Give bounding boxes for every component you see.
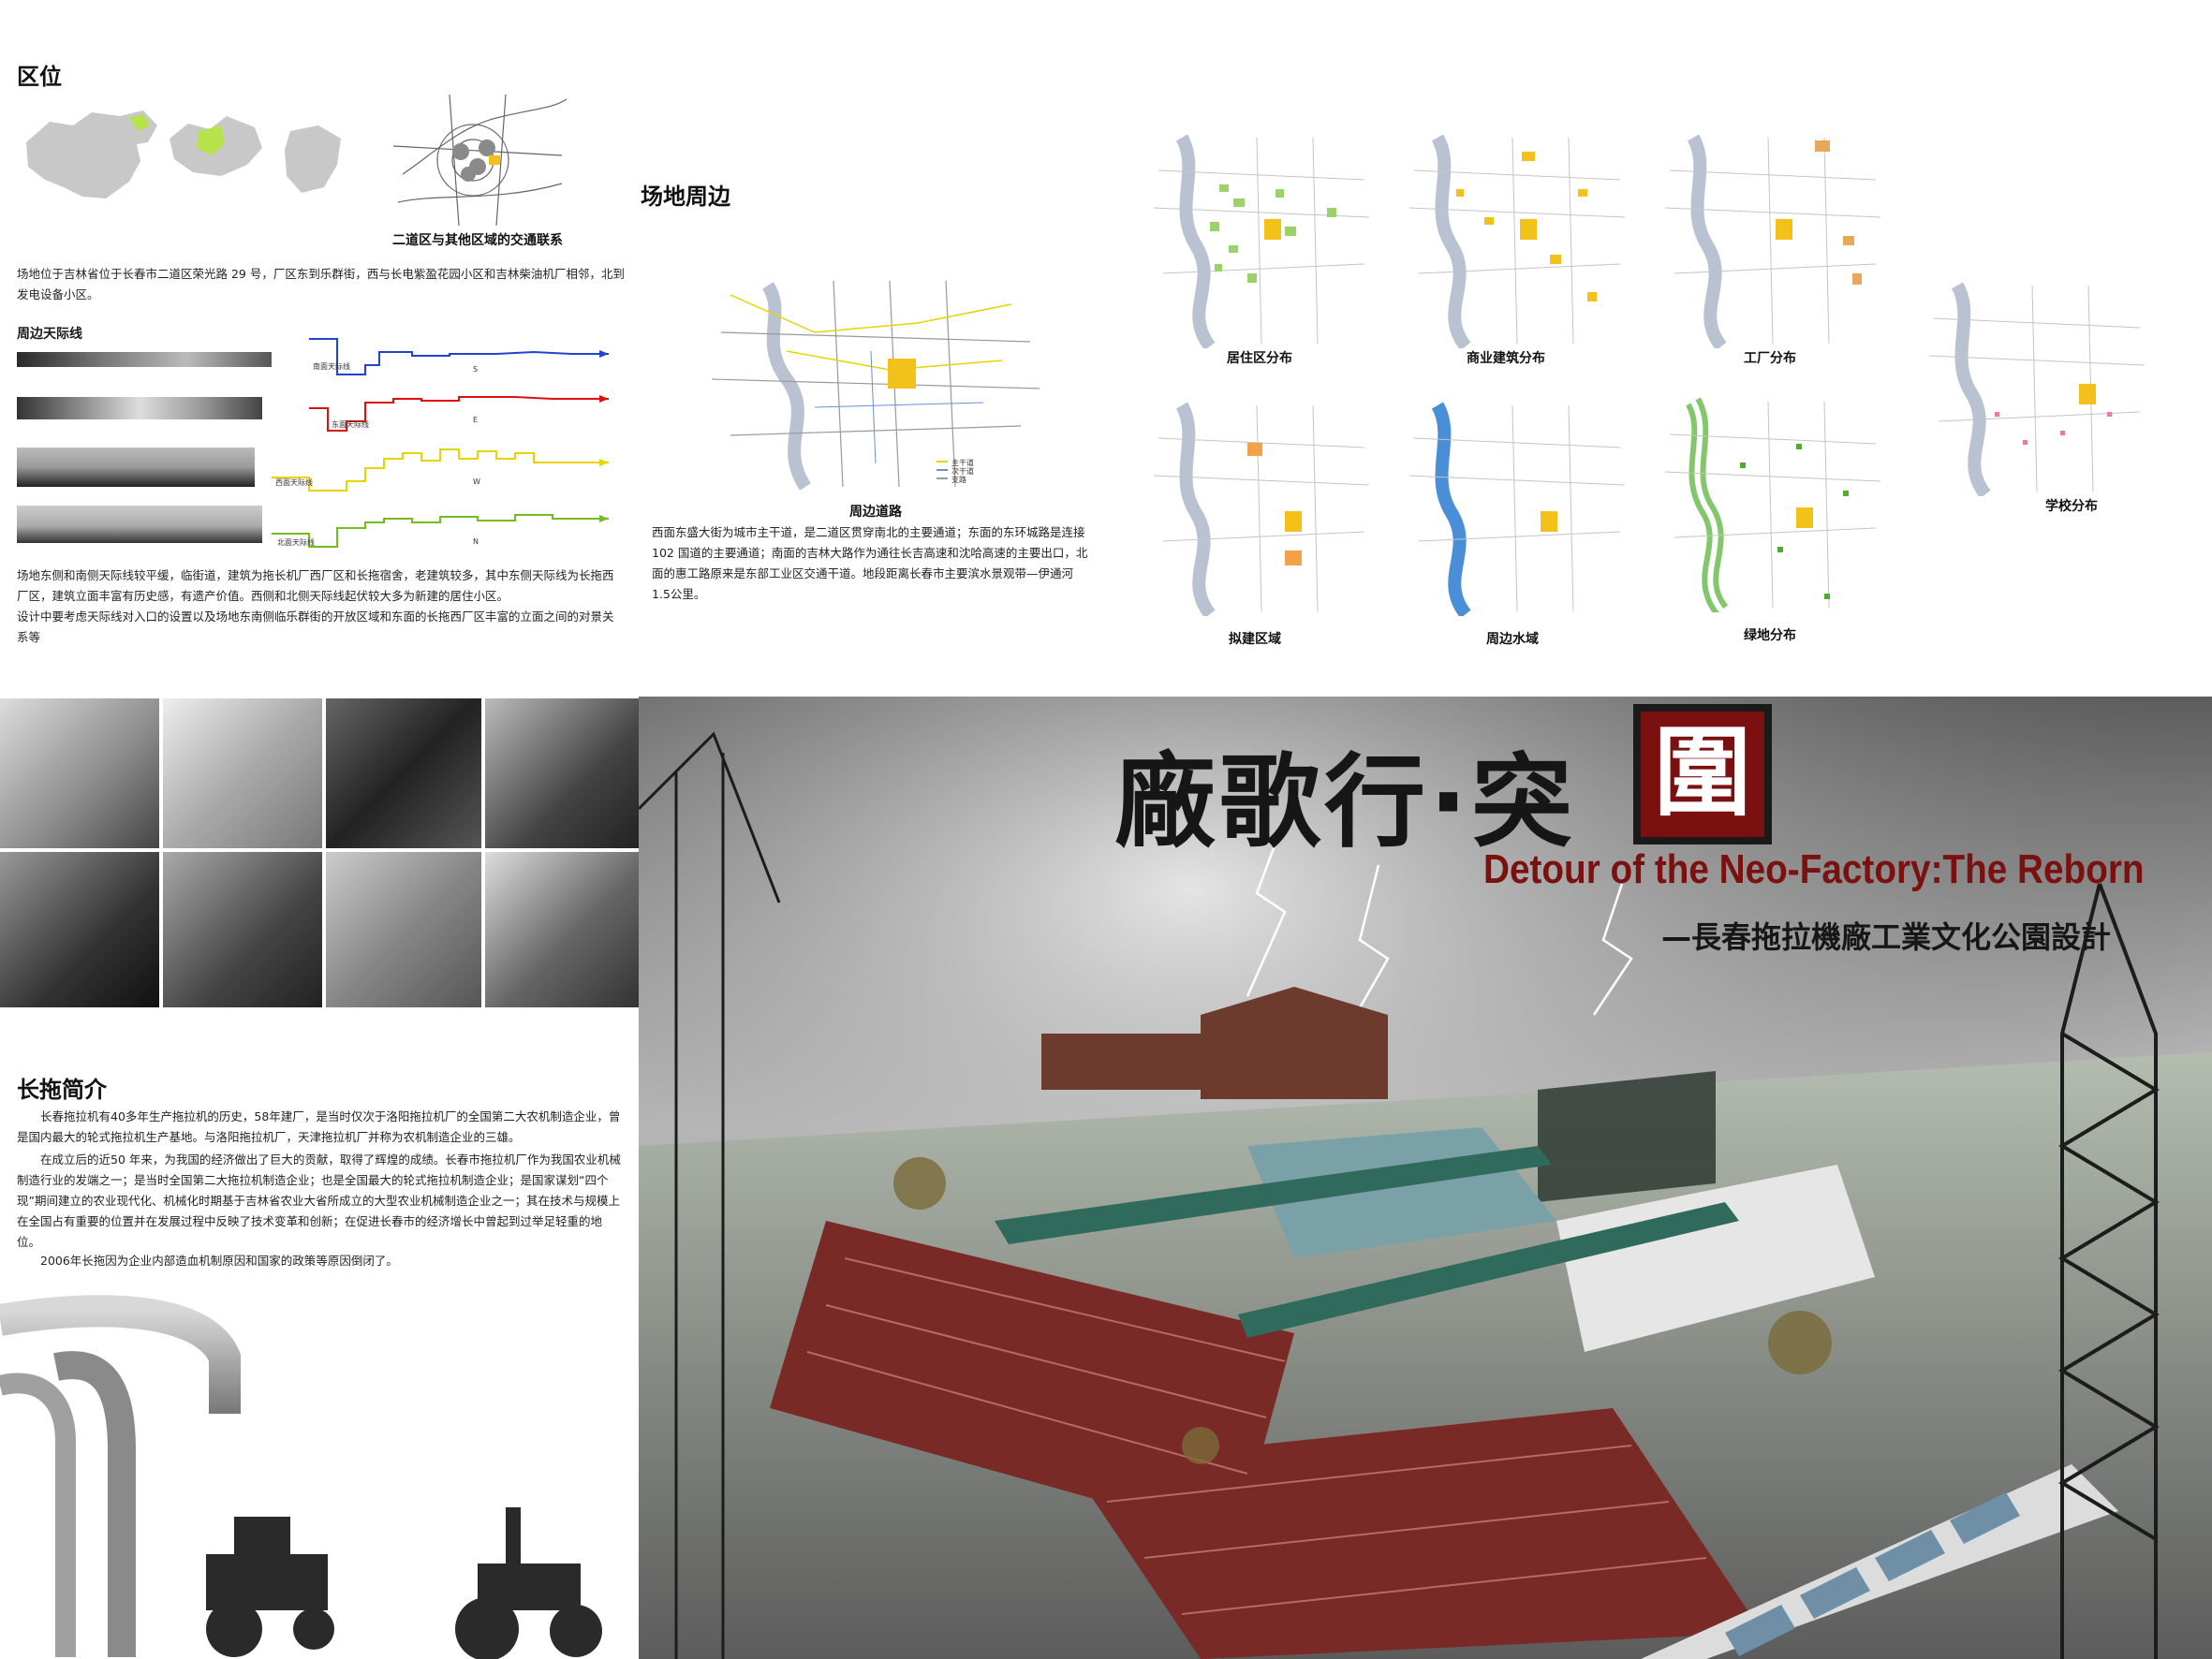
- map-caption-residential: 居住区分布: [1227, 351, 1292, 366]
- skyline-photo-west: [17, 448, 255, 487]
- history-paragraph-3: 2006年长拖因为企业内部造血机制原因和国家的政策等原因倒闭了。: [40, 1254, 398, 1268]
- history-photo-8: [485, 852, 639, 1007]
- jilin-map: [281, 122, 347, 197]
- map-caption-proposed: 拟建区域: [1229, 632, 1281, 647]
- road-legend-secondary: 次干道: [951, 467, 974, 476]
- map-water: [1400, 401, 1634, 616]
- map-caption-school: 学校分布: [2045, 499, 2098, 514]
- skyline-label-south: 南面天际线: [313, 362, 350, 371]
- skyline-photo-south: [17, 352, 272, 367]
- road-map: [702, 276, 1049, 492]
- map-caption-commercial: 商业建筑分布: [1467, 351, 1545, 366]
- map-proposed: [1144, 401, 1379, 616]
- skyline-note: 设计中要考虑天际线对入口的设置以及场地东南侧临乐群街的开放区域和东面的长拖西厂区…: [17, 609, 614, 644]
- map-school: [1920, 281, 2154, 496]
- location-description: 场地位于吉林省位于长春市二道区荣光路 29 号，厂区东到乐群街，西与长电紫盈花园…: [17, 267, 625, 301]
- skyline-label-east: 东面天际线: [332, 420, 369, 429]
- history-paragraph-2: 在成立后的近50 年来，为我国的经济做出了巨大的贡献，取得了辉煌的成绩。长春市拖…: [17, 1152, 621, 1249]
- skyline-title: 周边天际线: [17, 327, 82, 342]
- history-photo-3: [326, 698, 481, 848]
- skyline-tag-east: E: [473, 416, 479, 424]
- skyline-tag-north: N: [473, 537, 479, 546]
- district-map-caption: 二道区与其他区域的交通联系: [392, 233, 563, 248]
- skyline-photo-north: [17, 506, 262, 543]
- pipes-tractors-illustration: [0, 1283, 639, 1659]
- map-commercial: [1400, 133, 1634, 348]
- skyline-description: 场地东侧和南侧天际线较平缓，临街道，建筑为拖长机厂西厂区和长拖宿舍，老建筑较多，…: [17, 568, 614, 603]
- skyline-photo-east: [17, 397, 262, 419]
- hero-title-boxed: 圍: [1633, 704, 1772, 844]
- history-photo-7: [326, 852, 481, 1007]
- northeast-map: [165, 110, 268, 185]
- hero-subtitle-en: Detour of the Neo-Factory:The Reborn: [1483, 846, 2145, 892]
- hero-subtitle-cn: —長春拖拉機廠工業文化公園設計: [1661, 919, 2112, 955]
- skyline-diagram-west: [272, 440, 609, 496]
- skyline-tag-south: S: [473, 365, 479, 374]
- location-title: 区位: [17, 64, 62, 90]
- history-paragraph-1: 长春拖拉机有40多年生产拖拉机的历史，58年建厂，是当时仅次于洛阳拖拉机厂的全国…: [17, 1109, 621, 1144]
- skyline-label-west: 西面天际线: [275, 478, 313, 487]
- history-photo-6: [163, 852, 322, 1007]
- china-map: [17, 105, 167, 208]
- map-factory: [1656, 133, 1890, 348]
- road-legend-branch: 支路: [951, 476, 966, 484]
- skyline-diagram-east: [309, 384, 609, 434]
- history-photo-2: [163, 698, 322, 848]
- history-photo-4: [485, 698, 639, 848]
- road-map-caption: 周边道路: [849, 505, 902, 520]
- history-photo-5: [0, 852, 159, 1007]
- road-legend-main: 主干道: [951, 459, 974, 467]
- road-description: 西面东盛大街为城市主干道，是二道区贯穿南北的主要通道；东面的东环城路是连接 10…: [652, 525, 1088, 601]
- history-photo-grid: [0, 698, 639, 1009]
- surroundings-title: 场地周边: [641, 184, 730, 210]
- skyline-label-north: 北面天际线: [277, 538, 315, 547]
- map-caption-green: 绿地分布: [1744, 628, 1796, 643]
- history-title: 长拖简介: [17, 1077, 107, 1103]
- district-traffic-map: [384, 90, 571, 230]
- map-caption-water: 周边水域: [1486, 632, 1539, 647]
- map-green: [1656, 397, 1890, 612]
- skyline-tag-west: W: [473, 477, 480, 486]
- skyline-diagram-north: [272, 494, 609, 551]
- map-caption-factory: 工厂分布: [1744, 351, 1796, 366]
- map-residential: [1144, 133, 1379, 348]
- skyline-diagram-south: [309, 330, 609, 376]
- hero-title-main: 廠歌行·突: [1114, 744, 1577, 861]
- hero-rendering: [639, 697, 2212, 1659]
- history-photo-1: [0, 698, 159, 848]
